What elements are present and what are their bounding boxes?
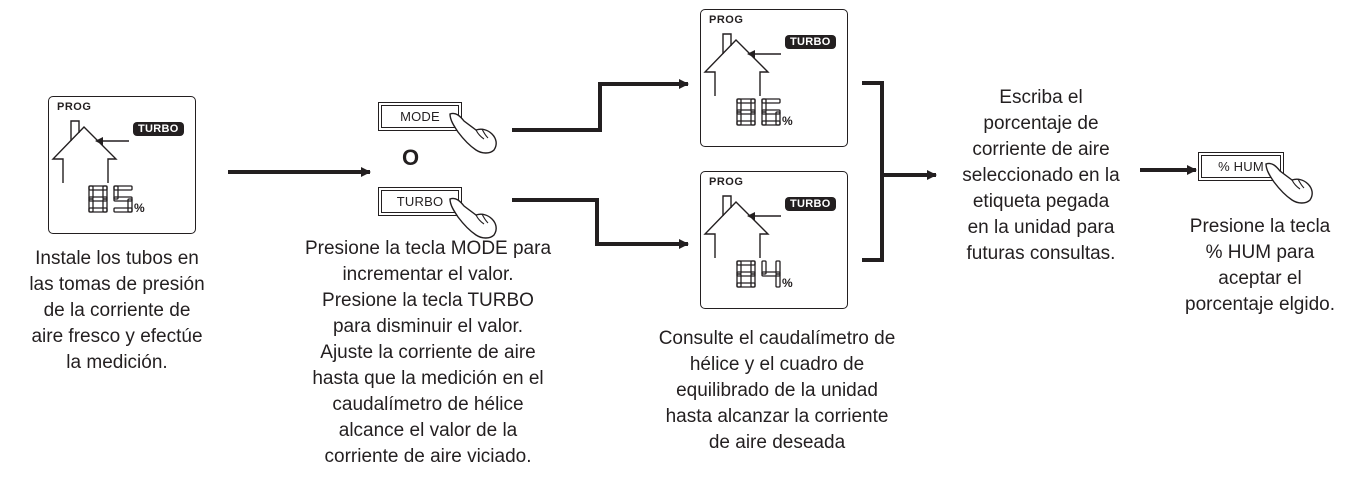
description-line: Instale los tubos en: [35, 248, 199, 269]
arrow-left-icon: [747, 50, 781, 58]
description-step1: Instale los tubos en las tomas de presió…: [0, 246, 234, 376]
arrow-left-icon: [747, 212, 781, 220]
digit-segment: [736, 260, 742, 275]
pressing-finger-icon: [449, 112, 497, 154]
mode-key[interactable]: MODE: [378, 102, 462, 131]
description-step4: Escriba el porcentaje de corriente de ai…: [930, 85, 1152, 267]
description-line: aceptar el: [1218, 268, 1302, 289]
description-step2: Presione la tecla MODE para incrementar …: [258, 236, 598, 470]
digit-segment: [113, 207, 133, 213]
description-line: porcentaje elgido.: [1185, 294, 1335, 315]
description-line: alcance el valor de la: [338, 420, 518, 441]
digit-value: [88, 185, 133, 213]
digit-value: [736, 260, 781, 288]
description-line: las tomas de presión: [29, 274, 205, 295]
turbo-badge: TURBO: [785, 197, 836, 211]
arrow-left-icon: [95, 137, 129, 145]
description-line: la medición.: [66, 352, 168, 373]
house-icon: [51, 120, 129, 183]
description-line: futuras consultas.: [966, 243, 1116, 264]
description-line: corriente de aire: [972, 139, 1110, 160]
prog-label: PROG: [57, 101, 92, 113]
digit-segment: [88, 196, 108, 202]
arrow-mode-to-display-top: [512, 79, 689, 132]
arrow-turbo-to-display-bottom: [512, 198, 689, 249]
description-line: porcentaje de: [983, 113, 1099, 134]
digit-segment: [736, 271, 756, 277]
description-line: hasta alcanzar la corriente: [665, 406, 889, 427]
description-line: para disminuir el valor.: [332, 316, 524, 337]
description-line: etiqueta pegada: [972, 191, 1110, 212]
description-line: Presione la tecla TURBO: [322, 290, 534, 311]
unit-label: %: [782, 114, 793, 128]
bracket: [862, 81, 884, 262]
unit-label: %: [782, 276, 793, 290]
description-line: de la corriente de: [43, 300, 191, 321]
or-label: O: [402, 145, 420, 170]
description-line: Presione la tecla: [1189, 216, 1331, 237]
lcd-digits: [736, 98, 781, 126]
digit-segment: [113, 185, 119, 200]
display-step1: PROG TURBO %: [48, 96, 196, 234]
description-line: Escriba el: [999, 87, 1083, 108]
description-step3: Consulte el caudalímetro de hélice y el …: [612, 326, 942, 456]
description-step5: Presione la tecla % HUM para aceptar el …: [1160, 214, 1360, 318]
display-step3-bottom: PROG TURBO %: [700, 171, 848, 309]
digit-segment: [761, 260, 767, 275]
description-line: de aire deseada: [708, 432, 846, 453]
turbo-key[interactable]: TURBO: [378, 187, 462, 216]
pressing-finger-icon: [1265, 162, 1313, 204]
description-line: hélice y el cuadro de: [689, 354, 865, 375]
unit-label: %: [134, 201, 145, 215]
description-line: % HUM para: [1205, 242, 1315, 263]
description-line: aire fresco y efectúe: [31, 326, 203, 347]
turbo-badge: TURBO: [133, 122, 184, 136]
description-line: incrementar el valor.: [342, 264, 514, 285]
description-line: caudalímetro de hélice: [332, 394, 524, 415]
display-step3-top: PROG TURBO %: [700, 9, 848, 147]
turbo-badge: TURBO: [785, 35, 836, 49]
lcd-digits: [88, 185, 133, 213]
digit-segment: [88, 185, 94, 200]
lcd-digits: [736, 260, 781, 288]
pressing-finger-icon: [449, 197, 497, 239]
description-line: Presione la tecla MODE para: [304, 238, 552, 259]
house-icon: [703, 195, 781, 258]
digit-segment: [736, 98, 742, 113]
description-line: corriente de aire viciado.: [324, 446, 532, 467]
prog-label: PROG: [709, 176, 744, 188]
digit-segment: [775, 273, 781, 288]
description-line: hasta que la medición en el: [312, 368, 544, 389]
digit-segment: [736, 109, 756, 115]
description-line: equilibrado de la unidad: [676, 380, 878, 401]
digit-segment: [775, 111, 781, 126]
house-icon: [703, 33, 781, 96]
description-line: seleccionado en la: [962, 165, 1120, 186]
description-line: Ajuste la corriente de aire: [320, 342, 536, 363]
description-line: Consulte el caudalímetro de: [658, 328, 896, 349]
digit-value: [736, 98, 781, 126]
description-line: en la unidad para: [967, 217, 1115, 238]
prog-label: PROG: [709, 14, 744, 26]
hum-key-label: % HUM: [1201, 155, 1281, 178]
